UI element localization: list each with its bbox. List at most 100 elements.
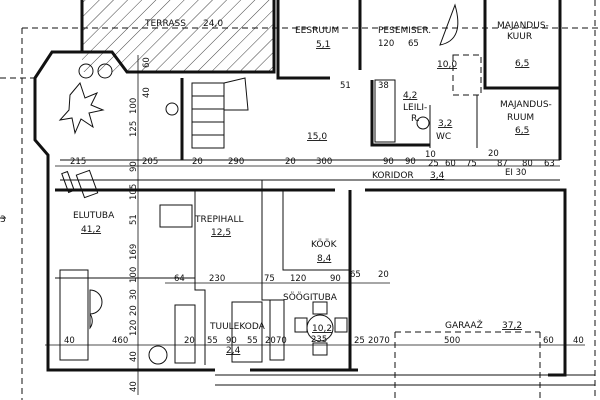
sauna-area: 4,2 [403, 91, 417, 101]
dim: 90 [226, 336, 237, 346]
dim: 51 [340, 81, 351, 91]
stair-hall-area: 12,5 [211, 228, 231, 238]
dim: 105 [129, 184, 139, 200]
dimension-row-3: 40 460 20 55 90 55 20 70 25 20 70 500 60… [64, 336, 584, 346]
dim: 90 [383, 157, 394, 167]
dim: 215 [70, 157, 86, 167]
dim: 75 [264, 274, 275, 284]
hall-area: 15,0 [307, 132, 327, 142]
utility-shed-label-2: KUUR [507, 32, 532, 42]
entry-area: 5,1 [316, 40, 330, 50]
dim: 290 [228, 157, 244, 167]
dim: 205 [142, 157, 158, 167]
dim: 169 [129, 244, 139, 260]
dim: 120 [290, 274, 306, 284]
dim: 40 [573, 336, 584, 346]
dimension-row-2: 64 230 75 120 90 65 20 [174, 270, 389, 284]
dim: 20 [488, 149, 499, 159]
dim: 90 [405, 157, 416, 167]
dim: 90 [129, 161, 139, 172]
dim: 120 [378, 39, 394, 49]
sauna-label-2: R. [411, 114, 420, 124]
garage-paving [215, 331, 595, 400]
stair-hall-label: TREPIHALL [194, 215, 243, 225]
dim: 38 [378, 81, 389, 91]
dim: 120 [129, 320, 139, 336]
wc-label: WC [436, 132, 451, 142]
corridor-label: KORIDOR [372, 171, 414, 181]
dim: 80 [522, 159, 533, 169]
dim: 40 [129, 351, 139, 362]
dim: 87 [497, 159, 508, 169]
utility-shed-area: 6,5 [515, 59, 529, 69]
dim: 20 [378, 270, 389, 280]
dim: 100 [129, 267, 139, 283]
dim: 100 [129, 98, 139, 114]
dim: 55 [247, 336, 258, 346]
dimension-column: 100 125 90 105 51 169 100 30 20 120 40 4… [129, 98, 139, 392]
vestibule-label: TUULEKODA [209, 322, 266, 332]
dim: 460 [112, 336, 128, 346]
utility-room-label-1: MAJANDUS- [500, 100, 552, 110]
terrace-label: TERRASS [144, 19, 186, 29]
dim: 40 [64, 336, 75, 346]
dimension-row-1: 215 205 20 290 20 300 90 90 10 25 60 75 … [70, 149, 555, 169]
dim: 64 [174, 274, 185, 284]
utility-room-label-2: RUUM [507, 113, 534, 123]
dim: 300 [316, 157, 332, 167]
dim: 60 [445, 159, 456, 169]
dim: 20 [192, 157, 203, 167]
dim: 20 [129, 305, 139, 316]
dim: 25 [428, 159, 439, 169]
dim: 55 [207, 336, 218, 346]
corridor-area: 3,4 [430, 171, 445, 181]
living-area: 41,2 [81, 225, 101, 235]
living-label: ELUTUBA [73, 211, 115, 221]
dim: 20 [265, 336, 276, 346]
garage-label: GARAAŽ [445, 319, 483, 331]
dim: 40 [129, 381, 139, 392]
dining-area: 10,2 [312, 324, 332, 334]
dimension-lines [45, 55, 585, 395]
wc-area: 3,2 [438, 119, 452, 129]
dining-label: SÖÖGITUBA [283, 292, 338, 303]
dim: 230 [209, 274, 225, 284]
dim: 90 [330, 274, 341, 284]
utility-room-area: 6,5 [515, 126, 529, 136]
dim: 60 [142, 57, 152, 68]
furniture [58, 3, 482, 365]
dim: 30 [129, 289, 139, 300]
terrace-area: 24,0 [203, 19, 223, 29]
dim: 70 [276, 336, 287, 346]
washroom-area: 10,0 [437, 60, 457, 70]
terrace-area [80, 0, 276, 74]
washroom-label: PESEMISER. [378, 26, 431, 36]
dim: 65 [350, 270, 361, 280]
kitchen-label: KÖÖK [311, 239, 338, 250]
fire-class-label: EI 30 [505, 168, 526, 178]
dim: 20 [368, 336, 379, 346]
staircase [159, 77, 396, 228]
dim: 63 [544, 159, 555, 169]
garage-area: 37,2 [502, 321, 522, 331]
dim: 75 [466, 159, 477, 169]
sauna-label-1: LEILI- [403, 103, 427, 113]
dim: 60 [543, 336, 554, 346]
utility-shed-label-1: MAJANDUS- [497, 21, 549, 31]
kitchen-area: 8,4 [317, 254, 332, 264]
edge-mark: 3 [0, 215, 6, 225]
dim: 125 [129, 121, 139, 137]
dim: 70 [379, 336, 390, 346]
dining-sub: 235 [311, 335, 327, 345]
dim: 40 [142, 87, 152, 98]
dim: 20 [184, 336, 195, 346]
dim: 500 [444, 336, 460, 346]
dim: 20 [285, 157, 296, 167]
dim: 25 [354, 336, 365, 346]
entry-label: EESRUUM [295, 26, 339, 36]
dim: 65 [408, 39, 419, 49]
dim: 10 [425, 150, 436, 160]
vestibule-area: 2,4 [226, 346, 241, 356]
